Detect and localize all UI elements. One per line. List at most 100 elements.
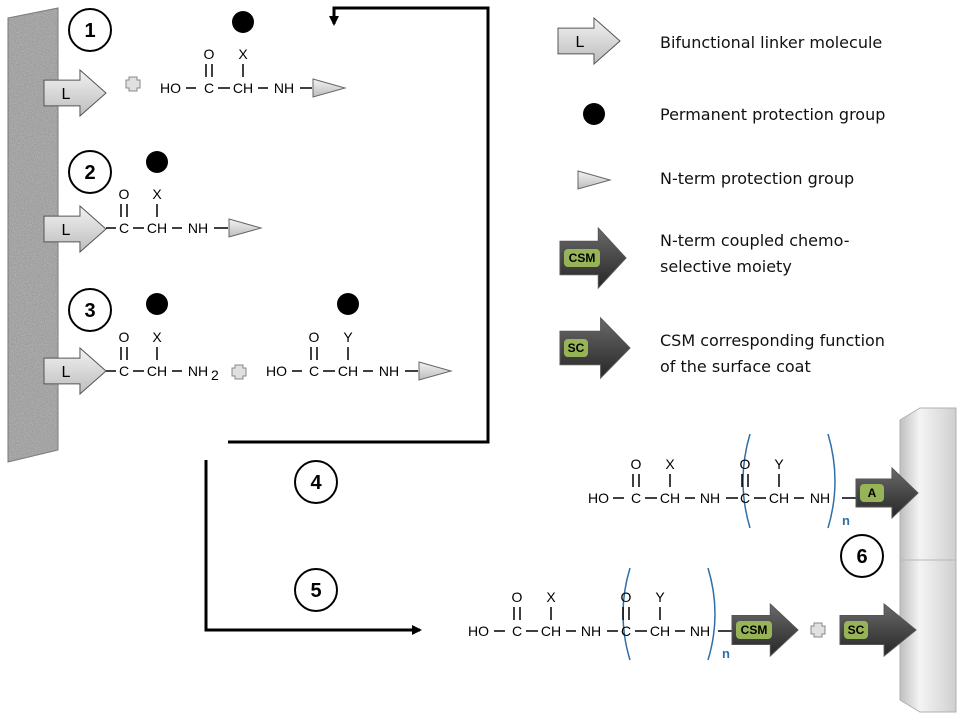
- step4-side-x-label: X: [665, 456, 675, 472]
- step1-ho: HO: [160, 80, 181, 96]
- step5-nh: NH: [581, 623, 601, 639]
- linker-arrow-label: L: [62, 86, 71, 103]
- step2-nterm-triangle: [228, 218, 263, 238]
- step-number: 6: [856, 546, 867, 568]
- step5-csm-arrow-label-bg: [736, 621, 772, 639]
- step4-ho: HO: [588, 490, 609, 506]
- step4-nh: NH: [700, 490, 720, 506]
- step5-side-y-label: Y: [655, 589, 665, 605]
- step4-anchor-arrow-label-bg: [860, 484, 884, 502]
- step4-ch: CH: [660, 490, 680, 506]
- step-number: 4: [310, 472, 322, 494]
- step3-nh-2: NH: [379, 363, 399, 379]
- step-circle-1: 1: [68, 8, 112, 52]
- step1-nh: NH: [274, 80, 294, 96]
- step5-carbonyl-2-o: O: [621, 589, 632, 605]
- step2-ch: CH: [147, 220, 167, 236]
- linker-arrow-label: L: [62, 364, 71, 381]
- step4-side-y-label: Y: [774, 456, 784, 472]
- step-circle-ring: [68, 150, 112, 194]
- step2-c: C: [119, 220, 129, 236]
- step-number: 3: [84, 300, 95, 322]
- process-loop-arrow: [228, 6, 490, 444]
- legend-nterm-triangle: [577, 170, 612, 190]
- step-circle-ring: [68, 8, 112, 52]
- step2-carbonyl-o: O: [119, 186, 130, 202]
- step5-repeat-n: n: [722, 646, 730, 661]
- step1-c: C: [204, 80, 214, 96]
- step5-c: C: [512, 623, 522, 639]
- surface-plate: [899, 407, 957, 713]
- legend-csm-line1: N-term coupled chemo-: [660, 231, 849, 250]
- step4-c: C: [631, 490, 641, 506]
- step3-linker-arrow: L: [43, 346, 107, 396]
- step4-carbonyl-2-o: O: [740, 456, 751, 472]
- step-number: 1: [84, 20, 95, 42]
- step4-bracket-left: [742, 433, 751, 529]
- legend-sc-arrow: SC: [559, 316, 631, 380]
- step4-carbonyl-o: O: [631, 456, 642, 472]
- step3-ch2: CH: [338, 363, 358, 379]
- step2-permanent-group: [146, 151, 168, 173]
- step-circle-5: 5: [294, 568, 338, 612]
- step-circle-2: 2: [68, 150, 112, 194]
- step-number: 2: [84, 162, 95, 184]
- step1-nterm-triangle: [312, 78, 347, 98]
- step1-plus: [125, 76, 141, 92]
- step5-c2: C: [621, 623, 631, 639]
- step5-sc-arrow-label: SC: [848, 623, 865, 637]
- step-circle-4: 4: [294, 460, 338, 504]
- step-number: 5: [310, 580, 321, 602]
- linker-arrow-shape: [557, 16, 621, 66]
- step5-bracket-right: [707, 567, 716, 661]
- step5-sc-arrow-shape: [839, 602, 917, 658]
- legend: Bifunctional linker molecule Permanent p…: [660, 33, 885, 376]
- legend-csm-arrow-label-bg: [564, 249, 600, 267]
- step2-side-x-label: X: [152, 186, 162, 202]
- step3-permanent-group-x: [146, 293, 168, 315]
- legend-permanent-text: Permanent protection group: [660, 105, 885, 124]
- legend-csm-line2: selective moiety: [660, 257, 792, 276]
- step3-ch: CH: [147, 363, 167, 379]
- step5-ch2: CH: [650, 623, 670, 639]
- legend-sc-line2: of the surface coat: [660, 357, 811, 376]
- step2-nh: NH: [188, 220, 208, 236]
- step-circle-3: 3: [68, 288, 112, 332]
- step3-carbonyl-2-o: O: [309, 329, 320, 345]
- step4-nh2: NH: [810, 490, 830, 506]
- linker-arrow-label: L: [62, 222, 71, 239]
- linker-arrow-label: L: [576, 34, 585, 51]
- step3-plus: [231, 364, 247, 380]
- legend-sc-line1: CSM corresponding function: [660, 331, 885, 350]
- step5-sc-arrow-label-bg: [844, 621, 868, 639]
- step4-c2: C: [740, 490, 750, 506]
- legend-csm-arrow: CSM: [559, 226, 627, 290]
- step3-side-x-label: X: [152, 329, 162, 345]
- step3-c: C: [119, 363, 129, 379]
- step5-carbonyl-o: O: [512, 589, 523, 605]
- solid-support: [7, 7, 59, 463]
- legend-sc-arrow-label-bg: [564, 339, 588, 357]
- step-circle-6: 6: [840, 534, 884, 578]
- step4-ch2: CH: [769, 490, 789, 506]
- step3-nh2: NH: [188, 363, 208, 379]
- step1-ch: CH: [233, 80, 253, 96]
- step-circle-ring: [68, 288, 112, 332]
- step3-carbonyl-o: O: [119, 329, 130, 345]
- step3-nterm-triangle: [418, 361, 453, 381]
- step4-anchor-arrow: A: [855, 466, 919, 520]
- linker-arrow-shape: [43, 68, 107, 118]
- step-circle-ring: [840, 534, 884, 578]
- step3-c2: C: [309, 363, 319, 379]
- step4-repeat-n: n: [842, 513, 850, 528]
- step-circle-ring: [294, 568, 338, 612]
- step5-csm-arrow: CSM: [731, 602, 799, 658]
- step5-sc-arrow: SC: [839, 602, 917, 658]
- legend-linker-text: Bifunctional linker molecule: [660, 33, 882, 52]
- step4-bracket-right: [827, 433, 836, 529]
- step1-side-x-label: X: [238, 46, 248, 62]
- step2-linker-arrow: L: [43, 204, 107, 254]
- step3-permanent-group-y: [337, 293, 359, 315]
